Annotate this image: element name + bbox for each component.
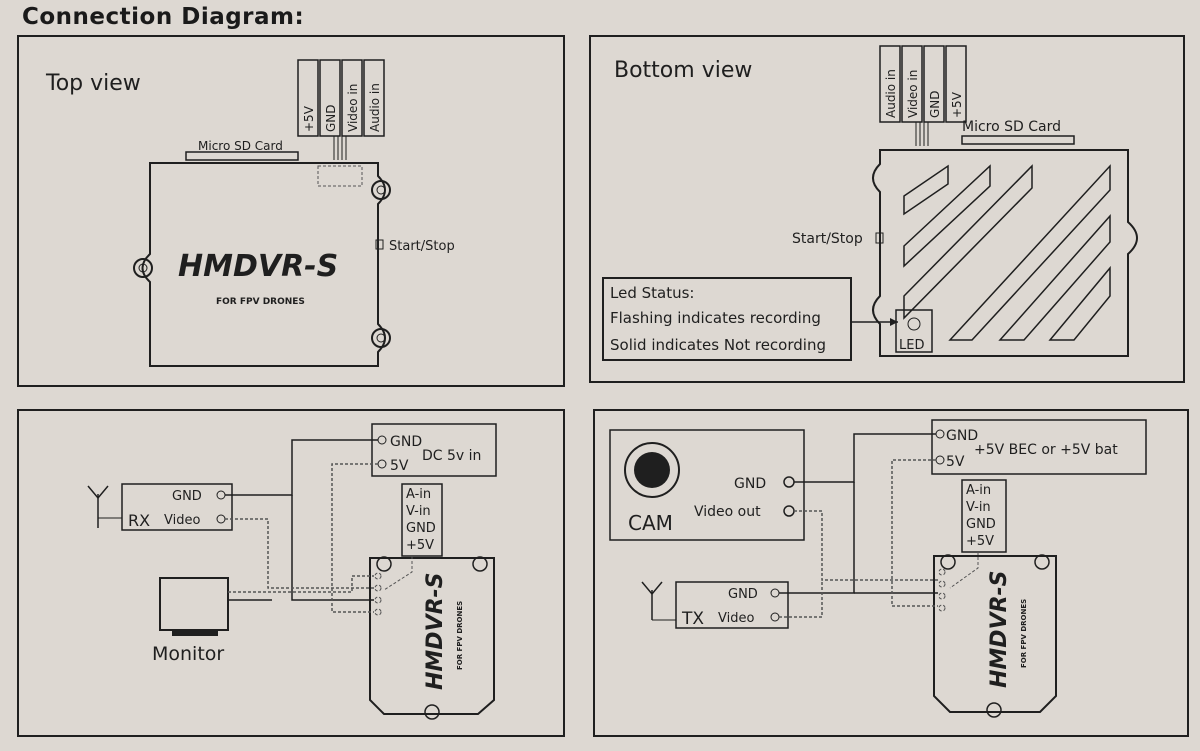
cam-dvr-pins (938, 568, 946, 612)
rx-dvr-logo-sub: FOR FPV DRONES (456, 601, 464, 670)
panel-bottom-view: Bottom view Audio in Video in GND +5V Mi… (589, 35, 1185, 383)
cam-pin-label-box (961, 479, 1007, 553)
tx-video-label: Video (718, 611, 754, 626)
cam-power-in-label: +5V BEC or +5V bat (974, 442, 1118, 458)
cam-power-gnd: GND (946, 428, 978, 444)
bottom-pin-audio: Audio in (884, 69, 898, 118)
rx-dvr-body (369, 557, 495, 715)
rx-pin-ain: A-in (406, 487, 431, 502)
tx-label: TX (681, 609, 704, 629)
cam-power-box (931, 419, 1147, 475)
camera (609, 429, 805, 541)
rx-pin-label-box (401, 483, 443, 557)
panel-cam-wiring: GND 5V +5V BEC or +5V bat CAM GND Video … (593, 409, 1189, 737)
monitor-label: Monitor (152, 643, 224, 665)
bottom-start-stop-label: Start/Stop (792, 231, 863, 247)
cam-pin-ain: A-in (966, 483, 991, 498)
bottom-dvr-body (872, 149, 1138, 357)
monitor (159, 577, 229, 631)
top-start-stop-label: Start/Stop (389, 239, 455, 254)
rx-video-label: Video (164, 513, 200, 528)
led-label: LED (899, 338, 924, 353)
cam-dvr-logo-sub: FOR FPV DRONES (1020, 599, 1028, 668)
cam-pin-vin: V-in (966, 500, 991, 515)
tx-module (675, 581, 789, 629)
bottom-view-pin-header: Audio in Video in GND +5V (879, 45, 967, 146)
bottom-heatsink-stripes (903, 164, 1111, 341)
rx-power-5v: 5V (390, 458, 409, 474)
rx-pin-gnd: GND (406, 521, 436, 536)
bottom-microsd-label: Micro SD Card (962, 119, 1061, 135)
rx-label: RX (128, 511, 150, 530)
bottom-start-stop-button (875, 232, 884, 244)
led-indicator (895, 309, 933, 353)
rx-pin-vin: V-in (406, 504, 431, 519)
cam-pin-gnd: GND (966, 517, 996, 532)
cam-dvr-body (933, 555, 1057, 713)
cam-gnd-label: GND (734, 476, 766, 492)
top-start-stop-button (375, 239, 384, 250)
bottom-pin-gnd: GND (928, 90, 942, 118)
rx-power-box (371, 423, 497, 477)
rx-dvr-logo: HMDVR-S (423, 572, 448, 690)
rx-dvr-pins (374, 572, 382, 616)
camera-lens (624, 442, 680, 498)
cam-pin-5v: +5V (966, 534, 994, 549)
rx-gnd-label: GND (172, 489, 202, 504)
top-pin-audio: Audio in (368, 83, 382, 132)
panel-rx-wiring: GND 5V DC 5v in RX GND Video Monitor A-i… (17, 409, 565, 737)
page-title: Connection Diagram: (22, 4, 305, 30)
top-pin-gnd: GND (324, 104, 338, 132)
top-microsd-label: Micro SD Card (198, 139, 283, 153)
rx-module (121, 483, 233, 531)
top-logo-sub: FOR FPV DRONES (216, 297, 305, 307)
bottom-view-label: Bottom view (614, 58, 752, 83)
top-view-label: Top view (45, 71, 141, 96)
led-status-box: Led Status: Flashing indicates recording… (602, 277, 898, 361)
led-status-solid: Solid indicates Not recording (610, 336, 826, 354)
cam-video-out-label: Video out (694, 504, 761, 520)
led-status-flashing: Flashing indicates recording (610, 309, 821, 327)
top-logo: HMDVR-S (178, 249, 338, 284)
cam-label: CAM (628, 511, 673, 535)
bottom-pin-5v: +5V (950, 91, 964, 118)
bottom-pin-video: Video in (906, 70, 920, 118)
tx-gnd-label: GND (728, 587, 758, 602)
top-pin-5v: +5V (302, 105, 316, 132)
led-status-title: Led Status: (610, 284, 694, 302)
top-connector-outline (317, 165, 363, 187)
cam-dvr-logo: HMDVR-S (987, 570, 1012, 688)
rx-pin-5v: +5V (406, 538, 434, 553)
panel-top-view: Top view +5V GND Video in Audio in Micro… (17, 35, 565, 387)
cam-power-5v: 5V (946, 454, 965, 470)
rx-power-gnd: GND (390, 434, 422, 450)
top-pin-video: Video in (346, 84, 360, 132)
top-microsd-slot (185, 151, 299, 161)
rx-dc-in-label: DC 5v in (422, 448, 481, 464)
top-view-pin-header: +5V GND Video in Audio in (297, 59, 385, 160)
bottom-microsd-slot (961, 135, 1075, 145)
